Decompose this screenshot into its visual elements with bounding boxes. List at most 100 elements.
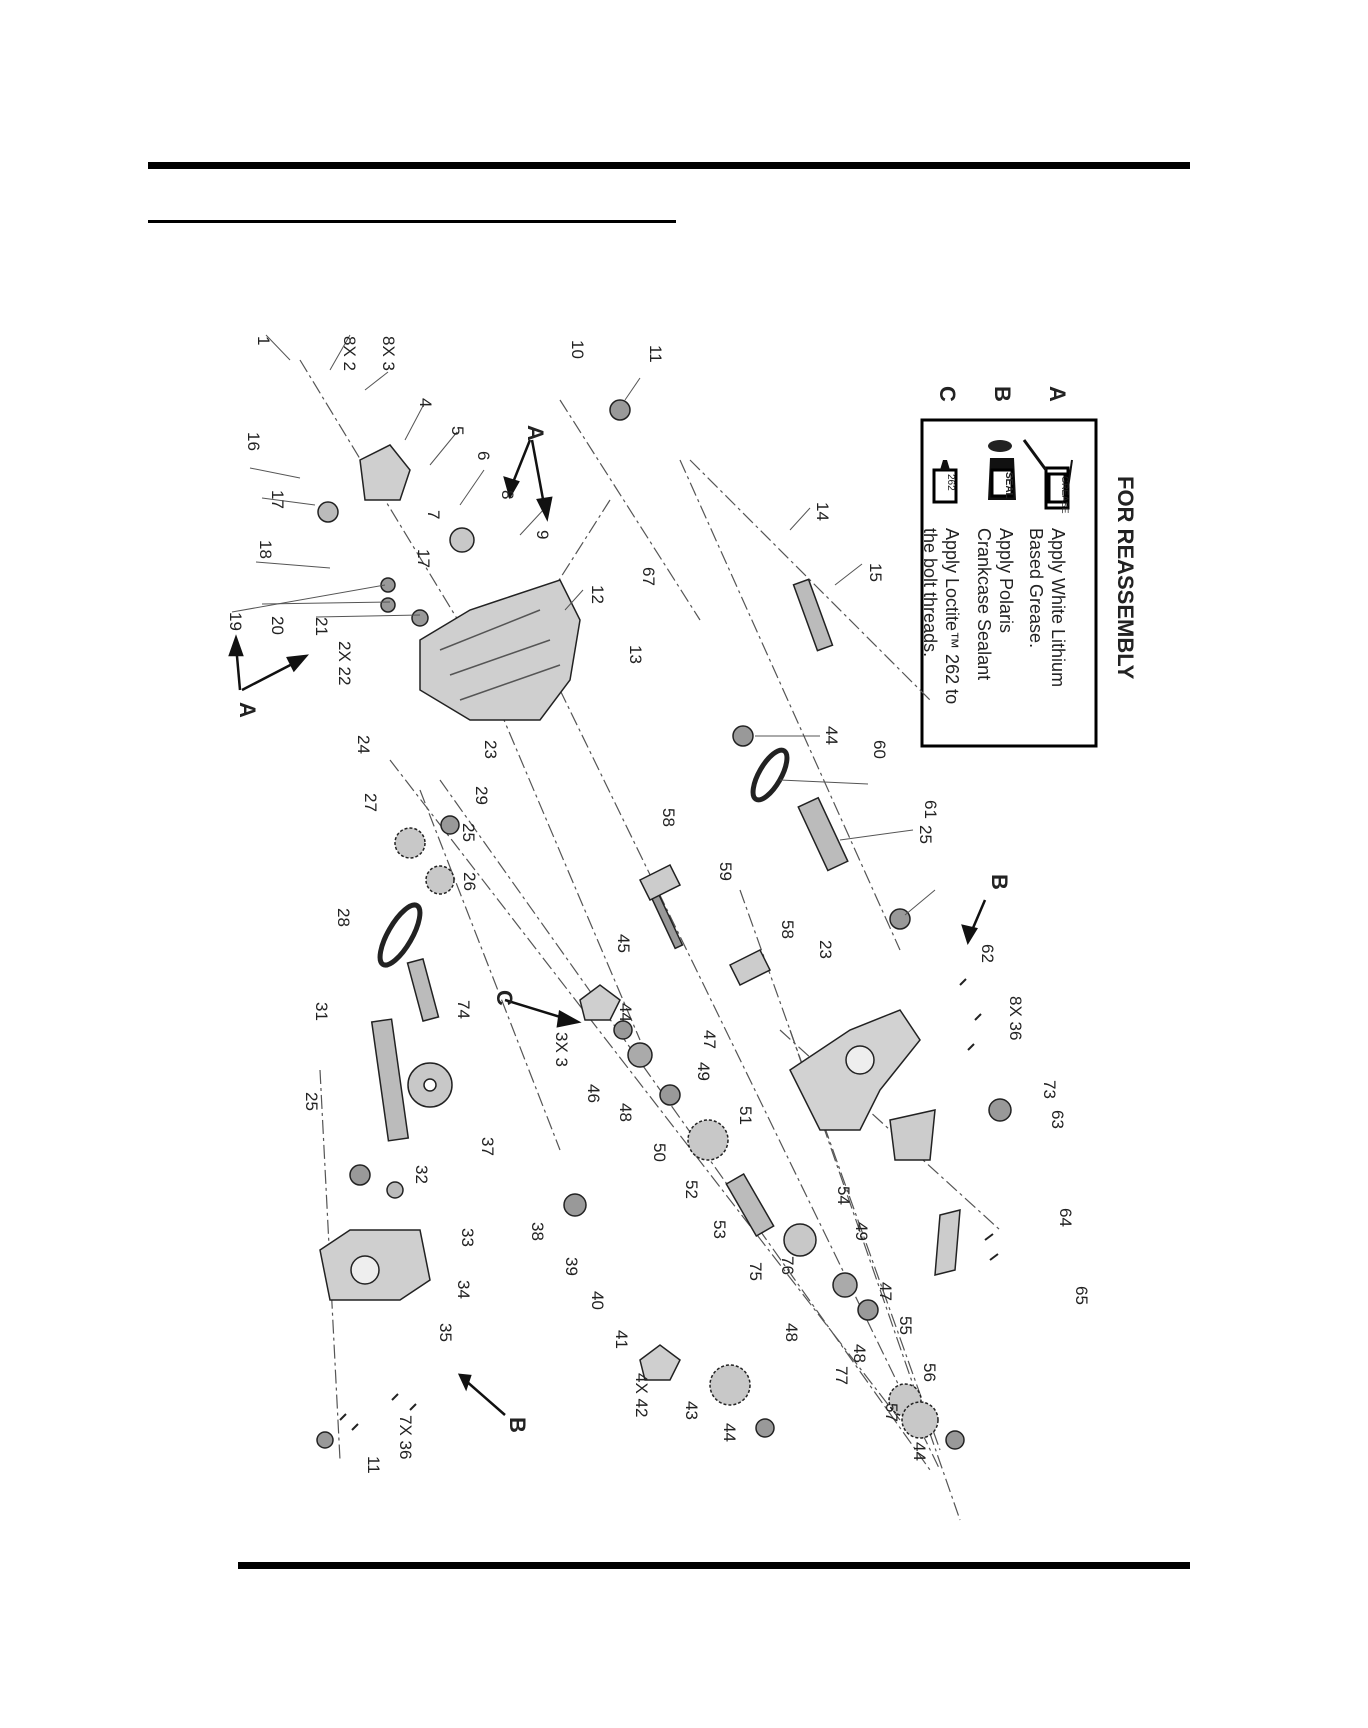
marker-b-top: B	[987, 874, 1012, 890]
callout: 35	[436, 1323, 455, 1342]
callout: 24	[354, 735, 373, 754]
callout: 41	[612, 1330, 631, 1349]
callout: 43	[682, 1401, 701, 1420]
callout: 48	[850, 1344, 869, 1363]
legend-letter-c: C	[935, 386, 960, 402]
callout: 26	[460, 872, 479, 891]
callout: 5	[448, 426, 467, 435]
bearing-48-c	[857, 1299, 879, 1321]
svg-text:SEAL: SEAL	[1003, 472, 1014, 499]
legend-b-line-2: Crankcase Sealant	[974, 528, 994, 680]
shift-fork-58a	[638, 863, 682, 902]
gear-43	[709, 1364, 751, 1406]
gear-9	[449, 527, 475, 553]
bearing-flange-41	[639, 1344, 681, 1381]
loctite-bottle-icon: 262	[932, 460, 958, 504]
callout: 58	[659, 808, 678, 827]
marker-c: C	[492, 990, 517, 1006]
callout: 25	[916, 825, 935, 844]
callout: 33	[458, 1228, 477, 1247]
parts	[316, 399, 1012, 1450]
callout: 6	[474, 451, 493, 460]
callout: 47	[876, 1282, 895, 1301]
callout: 63	[1048, 1110, 1067, 1129]
part-callouts: 1 8X 2 8X 3 4 5 6 7 8 9 10 11 12 13 14 1…	[226, 336, 1091, 1474]
legend-c-line-1: Apply Loctite™ 262 to	[942, 528, 962, 704]
callout: 56	[920, 1363, 939, 1382]
callout: 46	[584, 1084, 603, 1103]
main-case-housing	[419, 579, 581, 721]
svg-text:262: 262	[945, 474, 956, 491]
reassembly-arrows	[228, 439, 987, 1416]
bearing-48-a	[659, 1084, 681, 1106]
header-rule	[148, 162, 1190, 169]
washer-17	[317, 501, 339, 523]
callout: 55	[896, 1316, 915, 1335]
callout: 13	[626, 645, 645, 664]
legend-c-line-2: the bolt threads.	[920, 528, 940, 657]
callout: 45	[614, 934, 633, 953]
callout: 67	[639, 567, 658, 586]
callout: 49	[694, 1062, 713, 1081]
svg-text:GREASE: GREASE	[1060, 476, 1070, 514]
callout: 7	[424, 510, 443, 519]
legend-title: FOR REASSEMBLY	[1113, 476, 1138, 680]
bracket-64	[934, 1209, 961, 1276]
callout: 50	[650, 1143, 669, 1162]
marker-b-bottom: B	[505, 1417, 530, 1433]
callout: 34	[454, 1280, 473, 1299]
gear-27	[394, 827, 426, 859]
callout: 19	[226, 612, 245, 631]
callout: 31	[312, 1002, 331, 1021]
shift-shaft-15	[792, 578, 834, 652]
legend-letter-a: A	[1045, 386, 1070, 402]
callout: 11	[646, 345, 665, 363]
bearing-44-c	[755, 1418, 775, 1438]
bearing-44-b	[613, 1020, 633, 1040]
washer-32	[386, 1181, 404, 1199]
leader-lines	[231, 334, 936, 916]
bearing-44-a	[732, 725, 754, 747]
gear-51	[687, 1119, 729, 1161]
callout: 76	[778, 1256, 797, 1275]
callout: 14	[813, 502, 832, 521]
bearing-44-d	[945, 1430, 965, 1450]
spline-shaft-74	[406, 958, 440, 1022]
sealant-tube-icon: SEAL	[988, 440, 1016, 500]
callout: 62	[978, 944, 997, 963]
callout: 49	[852, 1222, 871, 1241]
legend-a-line-1: Apply White Lithium	[1048, 528, 1068, 687]
reassembly-legend: GREASE SEAL 262 FOR REASSEMBLY A B C App…	[920, 386, 1138, 748]
callout: 39	[562, 1257, 581, 1276]
callout: 54	[834, 1186, 853, 1205]
callout: 17	[414, 549, 433, 568]
gear-26	[425, 865, 455, 895]
callout: 23	[816, 940, 835, 959]
callout: 77	[832, 1366, 851, 1385]
bearing-flange-45	[579, 984, 621, 1021]
callout: 20	[268, 616, 287, 635]
callout: 25	[302, 1092, 321, 1111]
callout: 52	[682, 1180, 701, 1199]
bearing-20	[380, 597, 396, 613]
callout: 8X 2	[340, 336, 359, 371]
callout: 75	[746, 1262, 765, 1281]
callout: 9	[533, 530, 552, 539]
bearing-21	[411, 609, 429, 627]
footer-rule	[238, 1562, 1190, 1569]
input-shaft-31	[370, 1018, 410, 1142]
callout: 4	[416, 398, 435, 407]
legend-b-line-1: Apply Polaris	[996, 528, 1016, 633]
callout: 51	[736, 1106, 755, 1125]
shift-fork-58b	[728, 948, 772, 987]
reassembly-markers: A A B B C	[235, 425, 1012, 1433]
cover-plate	[359, 444, 411, 501]
gear-57	[901, 1401, 939, 1439]
bearing-11-bottom	[316, 1431, 334, 1449]
callout: 61	[921, 800, 940, 819]
callout: 28	[334, 908, 353, 927]
bearing-25-b	[349, 1164, 371, 1186]
callout: 27	[361, 793, 380, 812]
main-case-ribs	[439, 609, 561, 701]
